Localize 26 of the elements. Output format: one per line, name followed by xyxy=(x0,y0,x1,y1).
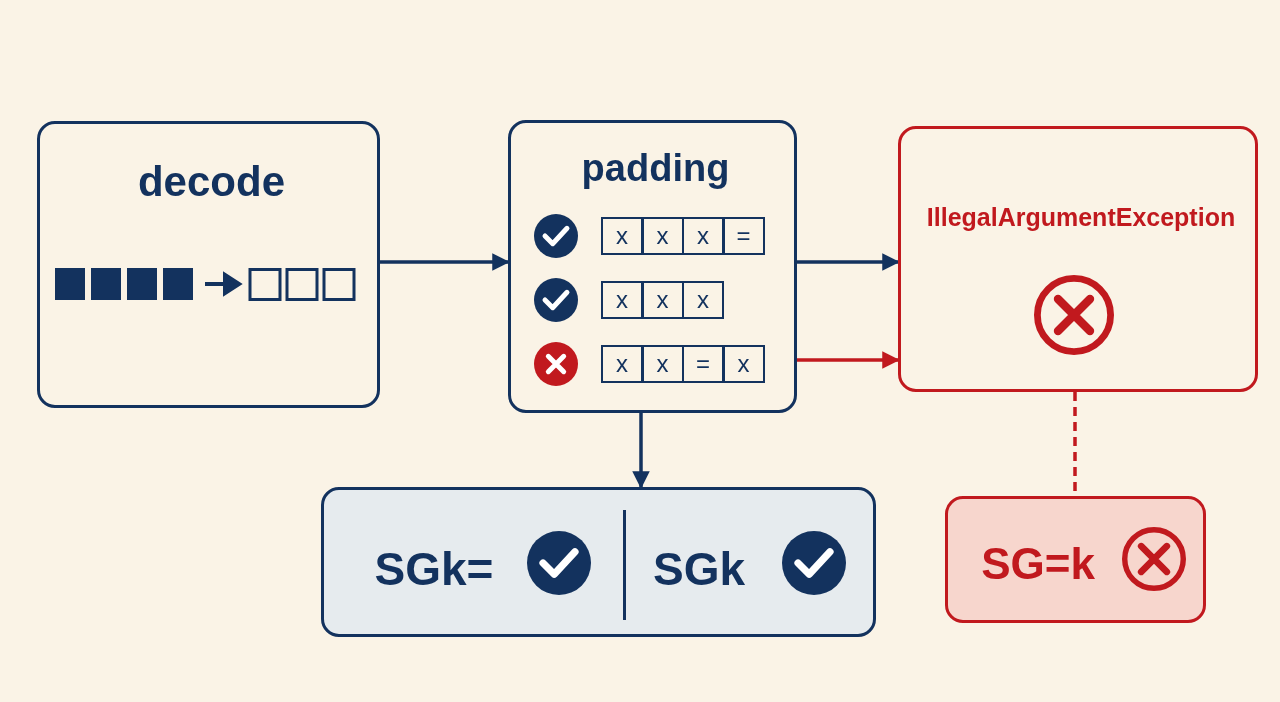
table-cell: x xyxy=(722,345,765,383)
result-text: SG=k xyxy=(980,539,1096,589)
table-cell: x xyxy=(601,281,643,319)
table-cell: x xyxy=(641,217,684,255)
table-cell: = xyxy=(722,217,765,255)
error-box xyxy=(898,126,1258,392)
box-title: padding xyxy=(580,147,731,190)
process-box xyxy=(37,121,380,408)
result-text: SGk xyxy=(651,542,746,596)
arrow xyxy=(380,253,510,271)
table-cell: x xyxy=(601,217,643,255)
result-text: SGk= xyxy=(373,542,495,596)
table-cell: x xyxy=(682,217,724,255)
arrow xyxy=(797,253,900,271)
process-box xyxy=(508,120,797,413)
table-cell: x xyxy=(641,281,684,319)
arrow xyxy=(797,351,900,369)
error-result-box xyxy=(945,496,1206,623)
table-cell: = xyxy=(682,345,724,383)
table-cell: x xyxy=(641,345,684,383)
box-title: decode xyxy=(136,158,286,206)
table-cell: x xyxy=(682,281,724,319)
exception-name: IllegalArgumentException xyxy=(925,203,1237,232)
table-cell: x xyxy=(601,345,643,383)
arrow xyxy=(632,413,650,489)
result-box xyxy=(321,487,876,637)
